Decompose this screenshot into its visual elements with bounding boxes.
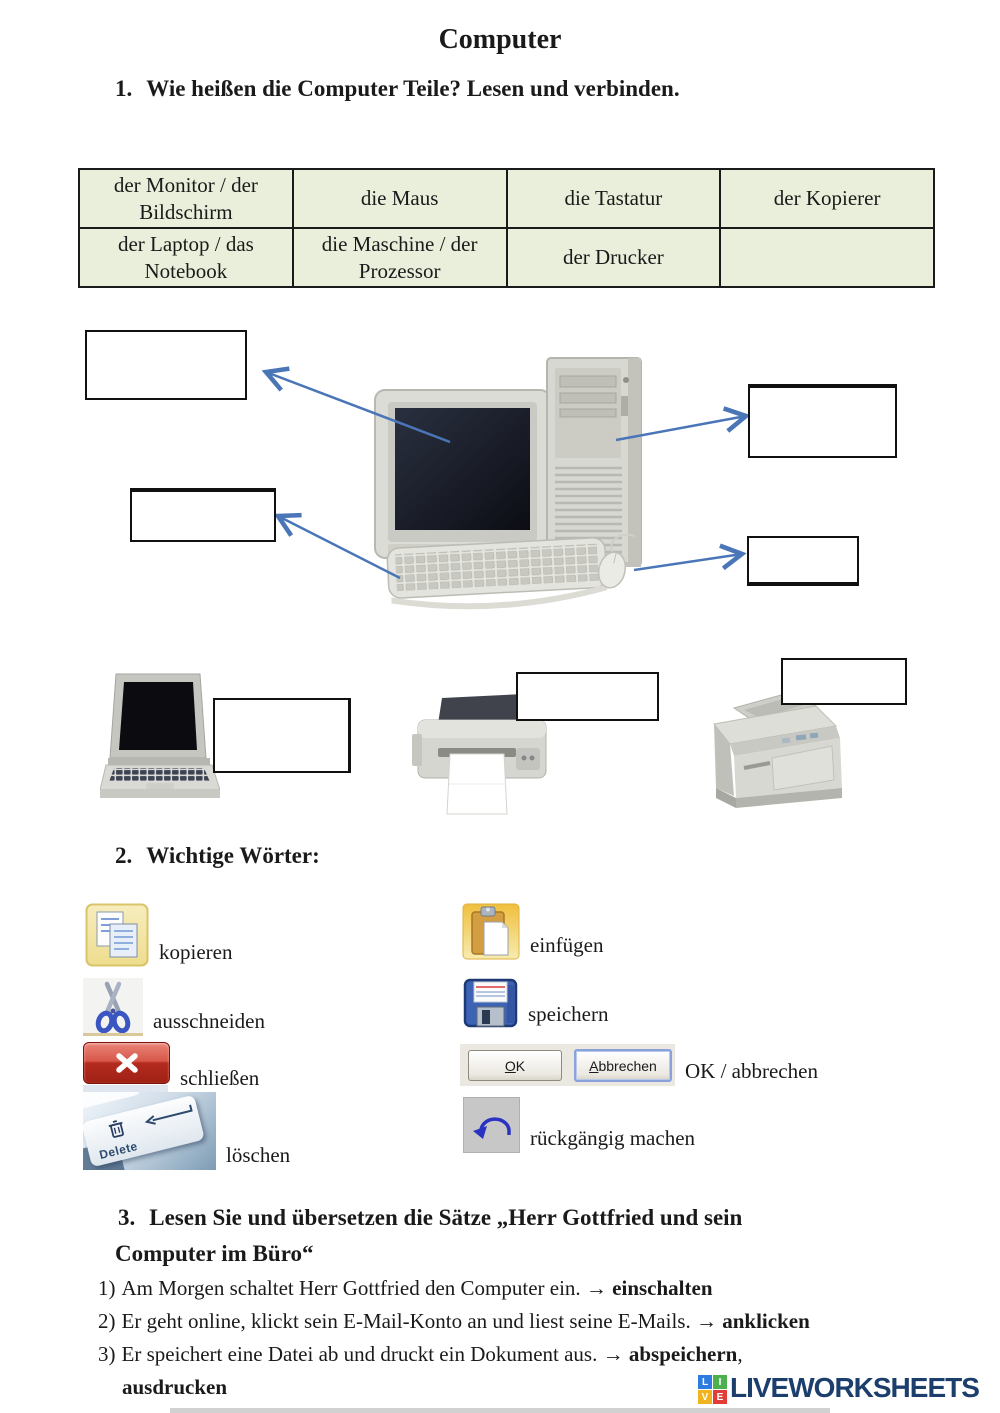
page-title: Computer [438, 24, 562, 55]
delete-key: Delete [83, 1094, 205, 1168]
logo-square-l: L [698, 1375, 712, 1389]
logo-square-i: I [713, 1375, 727, 1389]
sentence-3-number: 3) [98, 1342, 116, 1366]
answer-box-laptop[interactable] [213, 698, 351, 773]
vocab-cell: der Monitor / der Bildschirm [78, 168, 294, 229]
sentence-1-number: 1) [98, 1276, 116, 1300]
label-ok-abbrechen: OK / abbrechen [685, 1059, 818, 1083]
section2-number: 2. [115, 843, 133, 868]
connector-arrow-tower [615, 416, 746, 442]
vocab-cell: die Tastatur [505, 168, 722, 229]
printer-image [412, 694, 547, 815]
sentence-3-after: , [737, 1342, 743, 1366]
close-icon [83, 1042, 170, 1084]
vocab-cell: der Laptop / das Notebook [78, 227, 294, 288]
keyboard-image [386, 537, 608, 610]
sentence-1: 1)Am Morgen schaltet Herr Gottfried den … [98, 1272, 810, 1305]
answer-box-keyboard[interactable] [130, 488, 276, 542]
sentence-2-number: 2) [98, 1309, 116, 1333]
answer-box-monitor[interactable] [85, 330, 247, 400]
undo-arrow-glyph [472, 1117, 511, 1139]
section1-heading: 1. Wie heißen die Computer Teile? Lesen u… [115, 76, 680, 102]
vocab-cell: die Maschine / der Prozessor [291, 227, 508, 288]
answer-box-tower[interactable] [748, 384, 897, 458]
sentence-1-text: Am Morgen schaltet Herr Gottfried den Co… [121, 1276, 613, 1300]
vocabulary-table: der Monitor / der Bildschirm die Maus di… [78, 168, 935, 288]
delete-key-text: Delete [97, 1138, 140, 1163]
ok-button-accesskey: O [504, 1057, 516, 1074]
trash-icon [108, 1120, 124, 1138]
word-item-rueckgaengig: rückgängig machen [463, 1097, 695, 1153]
vocab-cell: der Drucker [505, 227, 722, 288]
label-schliessen: schließen [180, 1066, 260, 1090]
section3-number: 3. [118, 1205, 136, 1230]
word-item-speichern: speichern [463, 977, 608, 1029]
close-icon-strip [83, 1085, 168, 1093]
sentence-3-continuation: ausdrucken [122, 1371, 810, 1404]
label-loeschen: löschen [226, 1143, 291, 1167]
sentence-3-text: Er speichert eine Datei ab und druckt ei… [121, 1342, 629, 1366]
copier-image [713, 691, 842, 808]
sentence-3: 3)Er speichert eine Datei ab und druckt … [98, 1338, 810, 1371]
delete-key-image: Delete [83, 1092, 216, 1170]
word-item-schliessen: schließen [83, 1042, 259, 1093]
word-item-loeschen: Delete löschen [83, 1092, 290, 1170]
liveworksheets-logo: L I V E LIVEWORKSHEETS [698, 1372, 980, 1404]
undo-icon [463, 1097, 520, 1153]
mouse-image [597, 533, 636, 589]
close-x-glyph [115, 1053, 138, 1073]
cancel-button-label: bbrechen [598, 1057, 657, 1074]
section1-number: 1. [115, 76, 133, 101]
vocab-cell [719, 227, 935, 288]
logo-square-v: V [698, 1390, 712, 1404]
ok-button-label: K [515, 1057, 526, 1074]
logo-text: LIVEWORKSHEETS [730, 1372, 980, 1403]
scissors-icon [83, 978, 143, 1036]
answer-box-mouse[interactable] [747, 536, 859, 586]
connector-arrow-mouse [633, 554, 742, 572]
save-floppy-icon [463, 978, 518, 1028]
backspace-arrow-icon [144, 1104, 193, 1125]
sentence-3-keyword-2: ausdrucken [122, 1375, 228, 1399]
label-ausschneiden: ausschneiden [153, 1009, 265, 1033]
label-speichern: speichern [528, 1002, 609, 1026]
sentence-2-keyword: anklicken [722, 1309, 810, 1333]
sentence-2: 2)Er geht online, klickt sein E-Mail-Kon… [98, 1305, 810, 1338]
word-item-einfuegen: einfügen [462, 903, 603, 960]
sentence-3-keyword: abspeichern [628, 1342, 738, 1366]
section1-heading-text: Wie heißen die Computer Teile? Lesen und… [146, 76, 680, 101]
close-icon-wrap [83, 1042, 170, 1093]
section3-sentences: 1)Am Morgen schaltet Herr Gottfried den … [98, 1272, 810, 1404]
laptop-image [100, 673, 220, 798]
connector-arrow-monitor [266, 372, 451, 444]
connector-arrow-keyboard [278, 516, 401, 580]
word-item-kopieren: kopieren [85, 903, 232, 967]
section2-heading-text: Wichtige Wörter: [146, 843, 320, 868]
cutoff-text-line [170, 1408, 830, 1413]
sentence-2-text: Er geht online, klickt sein E-Mail-Konto… [121, 1309, 723, 1333]
section3-heading-text1: Lesen Sie und übersetzen die Sätze „Herr… [149, 1205, 743, 1230]
word-item-ausschneiden: ausschneiden [83, 978, 265, 1036]
label-kopieren: kopieren [159, 940, 233, 964]
answer-box-printer[interactable] [516, 672, 659, 721]
paste-icon [462, 903, 520, 960]
answer-box-copier[interactable] [781, 658, 907, 705]
cancel-button-accesskey: A [589, 1057, 599, 1074]
sentence-1-keyword: einschalten [612, 1276, 713, 1300]
logo-square-e: E [713, 1390, 727, 1404]
vocab-cell: der Kopierer [719, 168, 935, 229]
desktop-computer-image [60, 357, 940, 610]
logo-squares: L I V E [698, 1375, 727, 1404]
section3-heading-line2: Computer im Büro“ [115, 1241, 314, 1266]
section3-heading-line1: 3. Lesen Sie und übersetzen die Sätze „He… [118, 1200, 742, 1235]
label-einfuegen: einfügen [530, 933, 604, 957]
label-rueckgaengig: rückgängig machen [530, 1126, 696, 1150]
copy-icon [85, 903, 149, 967]
section2-heading: 2. Wichtige Wörter: [115, 843, 320, 869]
vocab-cell: die Maus [291, 168, 508, 229]
